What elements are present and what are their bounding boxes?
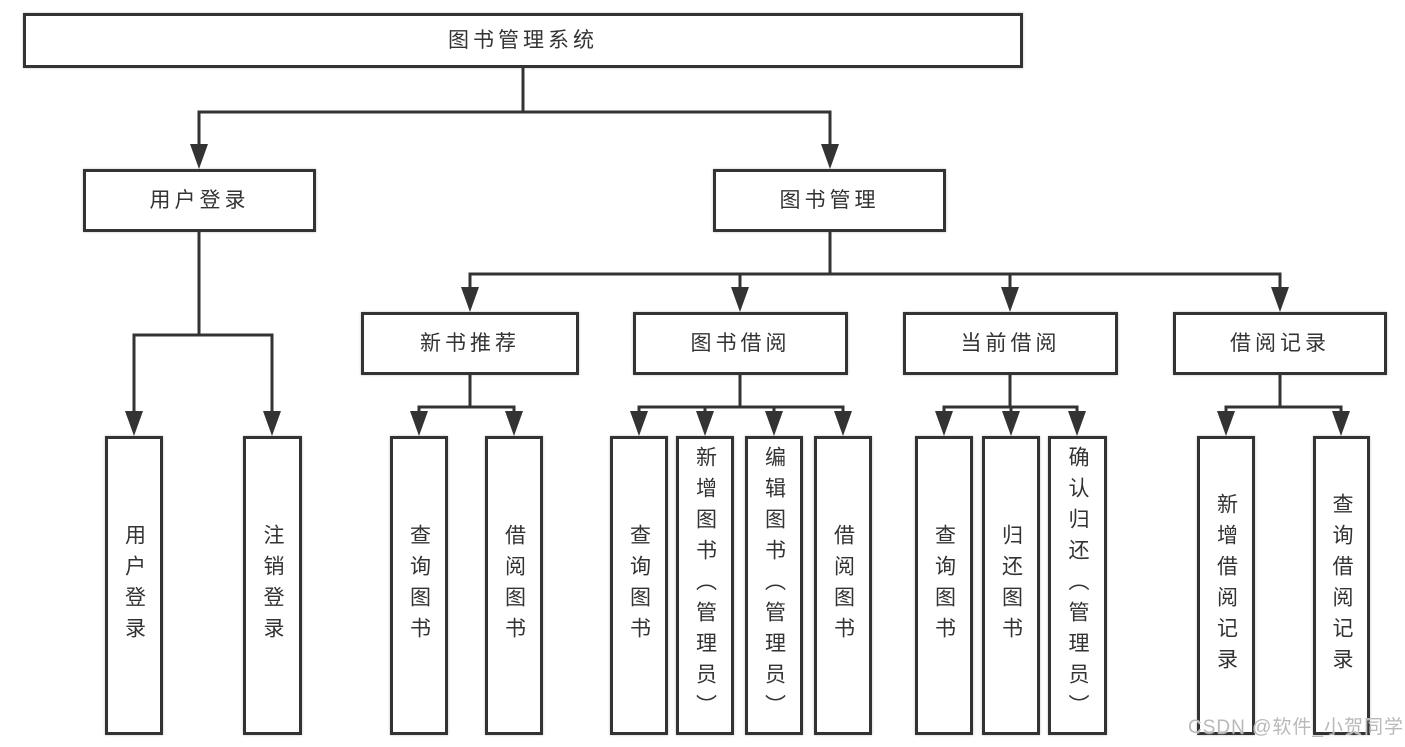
leaf-edit-book-admin: 编辑图书（管理员） — [745, 436, 803, 735]
leaf-logout: 注销登录 — [243, 436, 302, 735]
leaf-search-borrow-record: 查询借阅记录 — [1313, 436, 1370, 735]
leaf-add-book-admin: 新增图书（管理员） — [676, 436, 734, 735]
node-book-borrow: 图书借阅 — [633, 312, 848, 375]
leaf-borrow-book: 借阅图书 — [814, 436, 872, 735]
csdn-watermark: CSDN @软件_小贺同学 — [1188, 717, 1404, 738]
arrowheads — [125, 144, 1350, 436]
leaf-search-book-current: 查询图书 — [915, 436, 973, 735]
leaf-user-login: 用户登录 — [105, 436, 163, 735]
leaf-confirm-return-admin: 确认归还（管理员） — [1048, 436, 1107, 735]
leaf-search-book-recommend: 查询图书 — [390, 436, 448, 735]
node-book-management: 图书管理 — [713, 169, 946, 232]
node-current-borrow: 当前借阅 — [903, 312, 1118, 375]
leaf-return-book: 归还图书 — [982, 436, 1040, 735]
leaf-borrow-book-recommend: 借阅图书 — [485, 436, 543, 735]
node-user-login: 用户登录 — [83, 169, 316, 232]
node-library-management-system: 图书管理系统 — [23, 13, 1023, 68]
node-new-book-recommend: 新书推荐 — [361, 312, 579, 375]
leaf-add-borrow-record: 新增借阅记录 — [1197, 436, 1255, 735]
node-borrow-records: 借阅记录 — [1173, 312, 1387, 375]
leaf-search-book-borrow: 查询图书 — [610, 436, 668, 735]
